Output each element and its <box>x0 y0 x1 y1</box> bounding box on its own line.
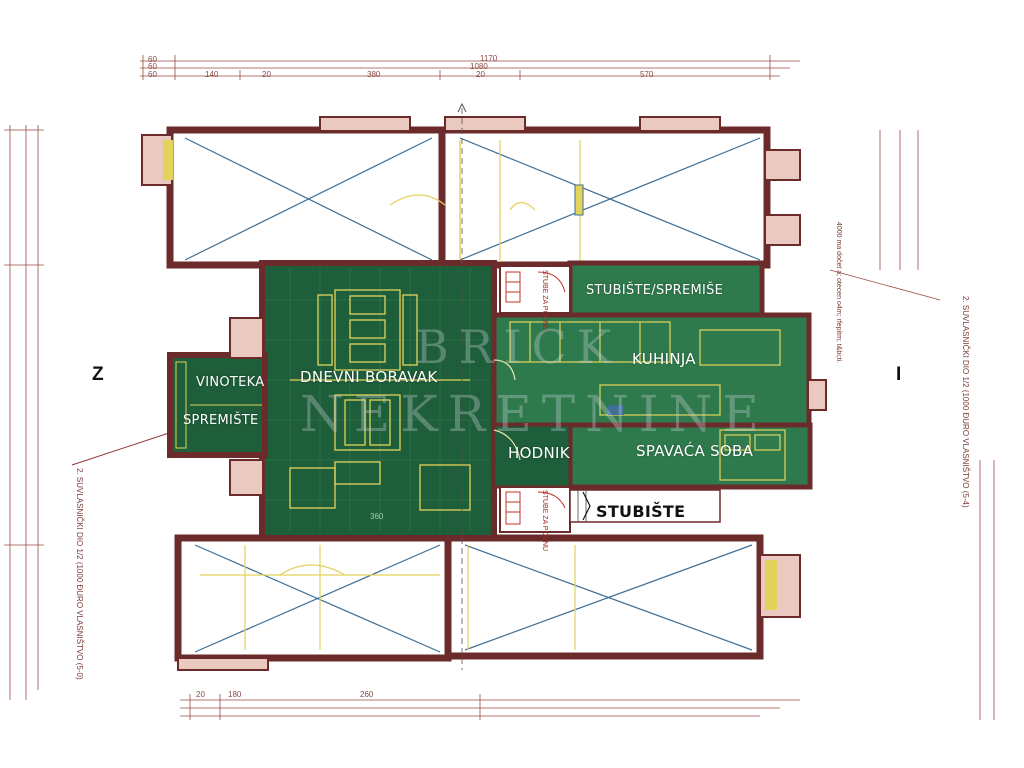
room-label-spremiste: SPREMIŠTE <box>183 413 259 428</box>
room-label-stubiste: STUBIŠTE <box>596 502 686 521</box>
dim-top-20a: 20 <box>262 70 271 79</box>
right-small-note: 4000 ma dočet a; otecen o4m; rfepitm; t&… <box>835 222 842 364</box>
dim-top-1080: 1080 <box>470 62 488 71</box>
bottom-stair-box <box>499 486 571 533</box>
top-right-unit <box>389 116 801 269</box>
watermark-line1: BRICK <box>415 320 622 374</box>
room-label-hodnik: HODNIK <box>508 444 570 462</box>
watermark-line2: NEKRETNINE <box>300 385 769 443</box>
dim-top-20b: 20 <box>476 70 485 79</box>
right-side-note: 2. SUVLASNIČKI DIO 1/2 (1000 ĐURO VLASNI… <box>961 296 970 508</box>
bottom-dimension-lines <box>180 694 800 720</box>
left-leader-line <box>71 431 173 466</box>
room-label-kuhinja: KUHINJA <box>632 350 696 368</box>
dim-top-60b: 60 <box>148 62 157 71</box>
top-left-unit <box>141 116 446 269</box>
dim-bottom-20: 20 <box>196 690 205 699</box>
compass-east: I <box>896 364 902 385</box>
stair-storage-area <box>567 260 765 318</box>
dim-top-140: 140 <box>205 70 219 79</box>
stair-note-bottom: STUBE ZA PODNU <box>541 490 548 552</box>
bottom-left-unit <box>174 534 452 671</box>
highlighted-apartment <box>167 260 827 541</box>
bottom-right-unit <box>444 534 801 660</box>
compass-west: Z <box>92 364 104 385</box>
left-side-note: 2. SUVLASNIČKI DIO 1/2 (1000 ĐURO VLASNI… <box>75 468 84 680</box>
dim-top-60c: 60 <box>148 70 157 79</box>
room-label-vinoteka: VINOTEKA <box>196 375 265 390</box>
dim-living-width: 360 <box>370 512 384 521</box>
dim-top-380: 380 <box>367 70 381 79</box>
dim-top-1170: 1170 <box>480 54 498 63</box>
top-dimension-lines <box>140 55 800 80</box>
dim-bottom-260: 260 <box>360 690 374 699</box>
room-label-stubiste-spremise: STUBIŠTE/SPREMIŠE <box>586 283 724 298</box>
dim-top-60a: 60 <box>148 55 157 64</box>
stair-strip <box>569 489 721 523</box>
right-dimension-lines <box>829 130 995 720</box>
room-label-dnevni-boravak: DNEVNI BORAVAK <box>300 368 438 386</box>
dim-bottom-180: 180 <box>228 690 242 699</box>
left-dimension-lines <box>4 125 44 700</box>
kitchen-area <box>491 312 812 428</box>
dim-top-570: 570 <box>640 70 654 79</box>
top-stair-box <box>499 265 571 314</box>
room-label-spavaca-soba: SPAVAĆA SOBA <box>636 442 754 460</box>
